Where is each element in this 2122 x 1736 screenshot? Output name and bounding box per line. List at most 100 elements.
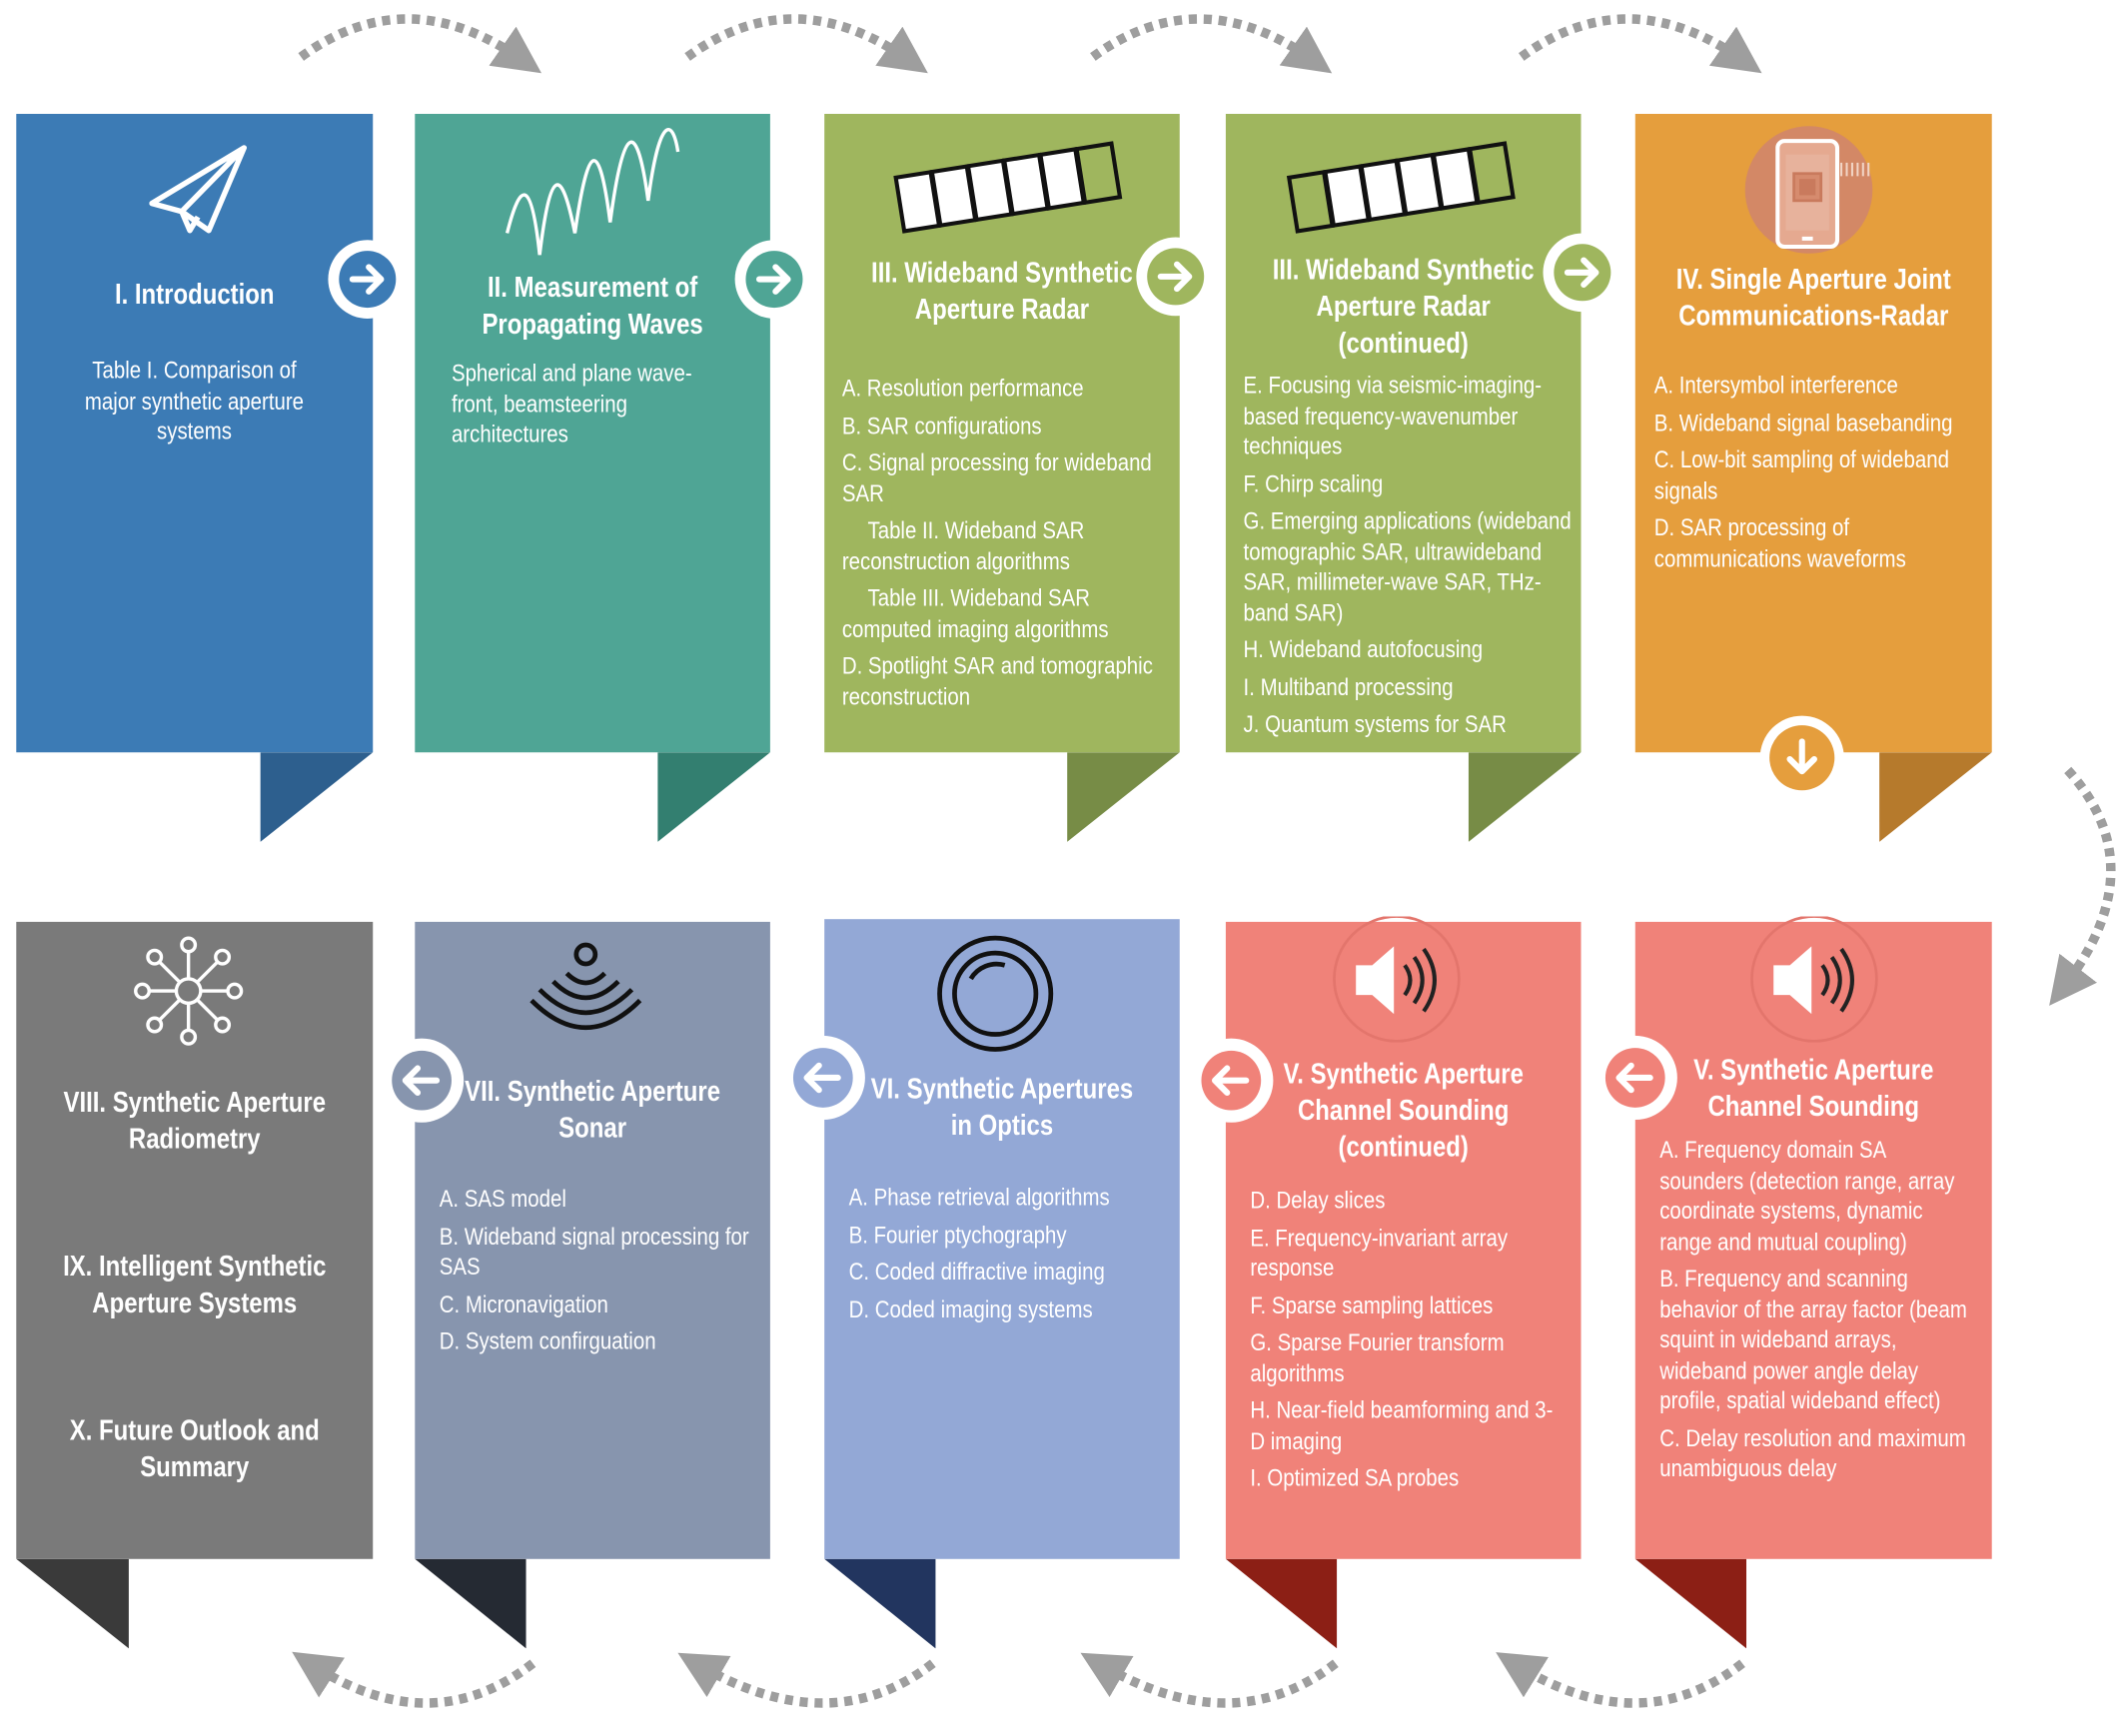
card-synthetic-aperture-sonar: VII. Synthetic Aperture Sonar A. SAS mod… [415,921,770,1559]
card-measurement-propagating-waves: II. Measurement of Propagating Waves Sph… [415,114,770,753]
card-items: A. SAS model B. Wideband signal processi… [440,1184,757,1363]
film-strip-icon [893,141,1123,234]
arrow-right-icon [1147,248,1205,306]
arrow-down-icon [1769,725,1835,791]
card-title: II. Measurement of Propagating Waves [482,272,703,341]
arrow-left-icon [1201,1050,1262,1111]
card-wideband-sar-continued: III. Wideband Synthetic Aperture Radar (… [1225,114,1582,753]
prev-arrow-bubble [380,1038,465,1123]
section-future-outlook: X. Future Outlook and Summary [69,1414,320,1483]
card-item: D. Coded imaging systems [848,1295,1093,1322]
card-fold [1468,752,1582,842]
card-item: C. Signal processing for wideband SAR [841,448,1152,506]
card-item: D. System confirguation [439,1326,656,1354]
card-item: Table I. Comparison of [92,356,297,385]
card-title: IV. Single Aperture Joint Communications… [1675,264,1951,333]
card-item: H. Wideband autofocusing [1243,635,1484,663]
card-item: C. Micronavigation [439,1290,608,1317]
card-fold [824,1558,936,1649]
card-fold [415,1558,527,1649]
flow-arrow-8 [677,1652,936,1708]
wave-icon [505,128,680,256]
card-item: A. SAS model [439,1185,566,1213]
card-item: Table II. Wideband SAR reconstruction al… [841,516,1085,574]
card-title: V. Synthetic Aperture Channel Sounding [1693,1054,1934,1123]
card-fold [1067,752,1180,842]
card-item: major synthetic aperture [85,387,305,415]
next-arrow-bubble [1543,233,1622,313]
card-item: F. Chirp scaling [1243,469,1384,497]
card-item: I. Multiband processing [1243,672,1454,700]
card-fold [657,752,770,842]
card-title: VII. Synthetic Aperture Sonar [465,1076,721,1145]
card-title: III. Wideband Synthetic Aperture Radar (… [1272,255,1535,360]
next-arrow-bubble [1136,237,1216,317]
phone-chip-icon [1744,126,1873,254]
card-item: A. Intersymbol interference [1653,371,1898,400]
card-fold [260,752,374,842]
card-title: I. Introduction [114,279,275,311]
card-items: Spherical and plane wave-front, beamstee… [452,358,737,455]
card-fold [16,1558,129,1649]
card-title: V. Synthetic Aperture Channel Sounding (… [1283,1058,1524,1164]
card-final-sections: VIII. Synthetic Aperture Radiometry IX. … [16,921,374,1559]
card-item: B. Wideband signal processing for SAS [439,1222,749,1281]
card-channel-sounding: V. Synthetic Aperture Channel Sounding A… [1634,916,1992,1559]
card-item: Table III. Wideband SAR computed imaging… [841,583,1109,642]
card-item: F. Sparse sampling lattices [1250,1291,1494,1318]
sonar-icon [530,942,642,1031]
card-items: E. Focusing via seismic-imaging-based fr… [1244,371,1577,747]
card-item: H. Near-field beamforming and 3-D imagin… [1250,1395,1554,1454]
card-fold [1225,1558,1338,1649]
card-fold [1634,1558,1747,1649]
card-items: Table I. Comparison of major synthetic a… [35,356,354,453]
card-title: VI. Synthetic Apertures in Optics [870,1073,1134,1142]
card-item: G. Sparse Fourier transform algorithms [1250,1328,1505,1386]
card-item: D. Delay slices [1250,1186,1386,1214]
card-wideband-sar: III. Wideband Synthetic Aperture Radar A… [824,114,1180,753]
down-arrow-bubble [1759,715,1844,800]
card-item: B. Wideband signal basebanding [1653,409,1953,436]
card-items: A. Phase retrieval algorithms B. Fourier… [849,1182,1167,1330]
card-channel-sounding-continued: V. Synthetic Aperture Channel Sounding (… [1225,916,1582,1559]
card-items: D. Delay slices E. Frequency-invariant a… [1250,1185,1568,1500]
card-item: Spherical and plane wave-front, beamstee… [451,359,692,447]
flow-arrow-7 [1080,1652,1339,1708]
lens-rings-icon [937,935,1054,1052]
paper-plane-icon [149,145,248,234]
card-item: A. Frequency domain SA sounders (detecti… [1659,1136,1955,1256]
card-items: A. Intersymbol interference B. Wideband … [1654,371,1973,580]
arrow-right-icon [339,251,397,309]
flow-arrow-9 [292,1651,536,1708]
card-item: B. Frequency and scanning behavior of th… [1659,1265,1967,1414]
card-item: G. Emerging applications (wideband tomog… [1243,506,1572,626]
card-item: C. Coded diffractive imaging [848,1258,1105,1286]
film-strip-icon [1286,141,1516,234]
card-item: A. Phase retrieval algorithms [848,1183,1110,1211]
card-item: systems [157,418,233,445]
speaker-icon [1333,916,1461,1043]
card-item: E. Frequency-invariant array response [1250,1223,1509,1282]
prev-arrow-bubble [1592,1035,1677,1121]
card-item: B. Fourier ptychography [848,1221,1067,1249]
flow-arrow-1 [298,14,542,74]
arrow-right-icon [1554,244,1611,302]
next-arrow-bubble [328,240,408,319]
next-arrow-bubble [734,240,814,319]
flow-arrow-5 [2049,766,2116,1006]
card-item: E. Focusing via seismic-imaging-based fr… [1243,371,1543,460]
card-fold [1879,752,1992,842]
flow-arrow-6 [1496,1652,1745,1708]
prev-arrow-bubble [1189,1038,1274,1123]
card-synthetic-apertures-optics: VI. Synthetic Apertures in Optics A. Pha… [824,919,1180,1559]
card-item: C. Low-bit sampling of wideband signals [1653,445,1949,504]
card-item: D. SAR processing of communications wave… [1653,513,1906,572]
card-item: J. Quantum systems for SAR [1243,710,1507,738]
card-item: C. Delay resolution and maximum unambigu… [1659,1423,1966,1482]
card-item: I. Optimized SA probes [1250,1463,1460,1491]
card-item: B. SAR configurations [841,411,1042,439]
flow-arrow-2 [684,14,928,74]
arrow-left-icon [792,1048,853,1108]
